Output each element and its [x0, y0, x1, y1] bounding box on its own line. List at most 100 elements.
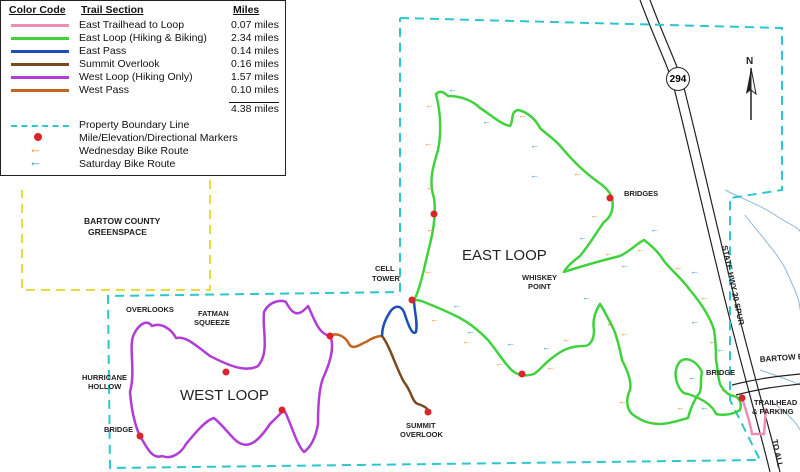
property-boundary [106, 17, 783, 470]
legend-row-property-boundary: Property Boundary Line [1, 119, 287, 131]
legend-row-saturday: ← Saturday Bike Route [1, 154, 287, 171]
marker-dot [222, 368, 230, 376]
saturday-arrow-icon: ← [29, 154, 42, 169]
legend-row-east-trailhead: East Trailhead to Loop 0.07 miles [1, 19, 287, 31]
legend-trail-miles: 0.14 miles [231, 45, 279, 57]
legend-swatch [11, 24, 69, 27]
svg-text:←: ← [448, 84, 457, 94]
legend-trail-miles: 2.34 miles [231, 32, 279, 44]
hollow-label: HOLLOW [88, 382, 122, 391]
svg-text:←: ← [452, 300, 461, 310]
legend-trail-name: Summit Overlook [79, 58, 160, 70]
svg-text:←: ← [495, 358, 504, 368]
bartow-county-label: BARTOW COUNTY [84, 216, 161, 226]
legend-row-east-loop: East Loop (Hiking & Biking) 2.34 miles [1, 32, 287, 44]
summit-overlook-trail [380, 335, 430, 413]
east-loop-trail [412, 90, 742, 426]
bridge-east-label: BRIDGE [706, 368, 735, 377]
route-shield-icon: 294 [666, 67, 690, 91]
svg-text:←: ← [506, 338, 515, 348]
bridge-west-label: BRIDGE [104, 425, 133, 434]
legend-symbol-name: Wednesday Bike Route [79, 145, 189, 157]
legend-row-summit-overlook: Summit Overlook 0.16 miles [1, 58, 287, 70]
legend-header-color-code: Color Code [9, 4, 66, 16]
creeks [724, 189, 800, 431]
west-pass-trail [329, 333, 383, 349]
svg-text:←: ← [676, 402, 685, 412]
to-all-label: TO ALL [770, 439, 785, 469]
greenspace-boundary [21, 180, 211, 291]
svg-text:←: ← [716, 344, 725, 354]
route-number: 294 [669, 74, 687, 85]
svg-text:←: ← [546, 362, 555, 372]
legend-swatch [11, 50, 69, 53]
svg-text:←: ← [573, 168, 582, 178]
svg-text:←: ← [578, 232, 587, 242]
legend-total-miles: 4.38 miles [229, 102, 279, 115]
svg-text:←: ← [542, 342, 551, 352]
summit-label: SUMMIT [406, 421, 436, 430]
svg-text:←: ← [590, 210, 599, 220]
legend-trail-miles: 1.57 miles [231, 71, 279, 83]
svg-text:←: ← [482, 116, 491, 126]
hurricane-label: HURRICANE [82, 373, 127, 382]
svg-text:←: ← [582, 292, 591, 302]
cell-label: CELL [375, 264, 395, 273]
legend-header-miles: Miles [233, 4, 260, 16]
svg-text:←: ← [530, 170, 539, 180]
marker-dot [424, 408, 432, 416]
squeeze-label: SQUEEZE [194, 318, 230, 327]
mile-markers [136, 194, 746, 440]
west-loop-trail [128, 299, 334, 459]
legend-trail-name: West Loop (Hiking Only) [79, 71, 193, 83]
east-pass-trail [380, 299, 418, 337]
svg-text:←: ← [426, 224, 435, 234]
svg-text:←: ← [700, 292, 709, 302]
trailhead-label: TRAILHEAD [754, 398, 798, 407]
legend-symbol-name: Saturday Bike Route [79, 158, 176, 170]
svg-text:←: ← [636, 244, 645, 254]
svg-text:←: ← [708, 336, 717, 346]
north-label: N [746, 56, 753, 67]
whiskey-label: WHISKEY [522, 273, 557, 282]
svg-text:←: ← [620, 328, 629, 338]
north-arrow-icon: N [746, 56, 757, 120]
svg-text:←: ← [618, 396, 627, 406]
point-label: POINT [528, 282, 551, 291]
legend-swatch [11, 89, 69, 92]
svg-text:←: ← [424, 138, 433, 148]
legend-trail-miles: 0.16 miles [231, 58, 279, 70]
legend-trail-name: West Pass [79, 84, 129, 96]
west-loop-label: WEST LOOP [180, 387, 269, 404]
roads [639, 0, 800, 472]
greenspace-label: GREENSPACE [88, 227, 147, 237]
svg-text:←: ← [700, 402, 709, 412]
marker-dot [518, 370, 526, 378]
bartow-beach-rd-label: BARTOW BEACH RD [760, 349, 800, 364]
legend-row-east-pass: East Pass 0.14 miles [1, 45, 287, 57]
svg-text:←: ← [606, 318, 615, 328]
svg-text:←: ← [688, 372, 697, 382]
wednesday-arrow-icon: ← [29, 141, 42, 156]
legend-row-wednesday: ← Wednesday Bike Route [1, 141, 287, 158]
tower-label: TOWER [372, 274, 400, 283]
marker-dot [278, 406, 286, 414]
legend-row-west-loop: West Loop (Hiking Only) 1.57 miles [1, 71, 287, 83]
marker-dot [408, 296, 416, 304]
parking-label: & PARKING [752, 407, 794, 416]
svg-text:←: ← [466, 326, 475, 336]
legend-symbol-name: Property Boundary Line [79, 119, 190, 131]
marker-dot [606, 194, 614, 202]
trailhead-connector-trail [740, 397, 768, 436]
state-hwy-label: STATE HWY 20 SPUR [720, 245, 746, 327]
svg-text:←: ← [518, 110, 527, 120]
legend-trail-miles: 0.10 miles [231, 84, 279, 96]
legend-row-west-pass: West Pass 0.10 miles [1, 84, 287, 96]
boundary-dash-icon [11, 125, 69, 127]
marker-dot [738, 394, 746, 402]
svg-text:←: ← [430, 314, 439, 324]
svg-text:←: ← [604, 248, 613, 258]
marker-dot [430, 210, 438, 218]
svg-text:←: ← [462, 336, 471, 346]
legend-trail-miles: 0.07 miles [231, 19, 279, 31]
